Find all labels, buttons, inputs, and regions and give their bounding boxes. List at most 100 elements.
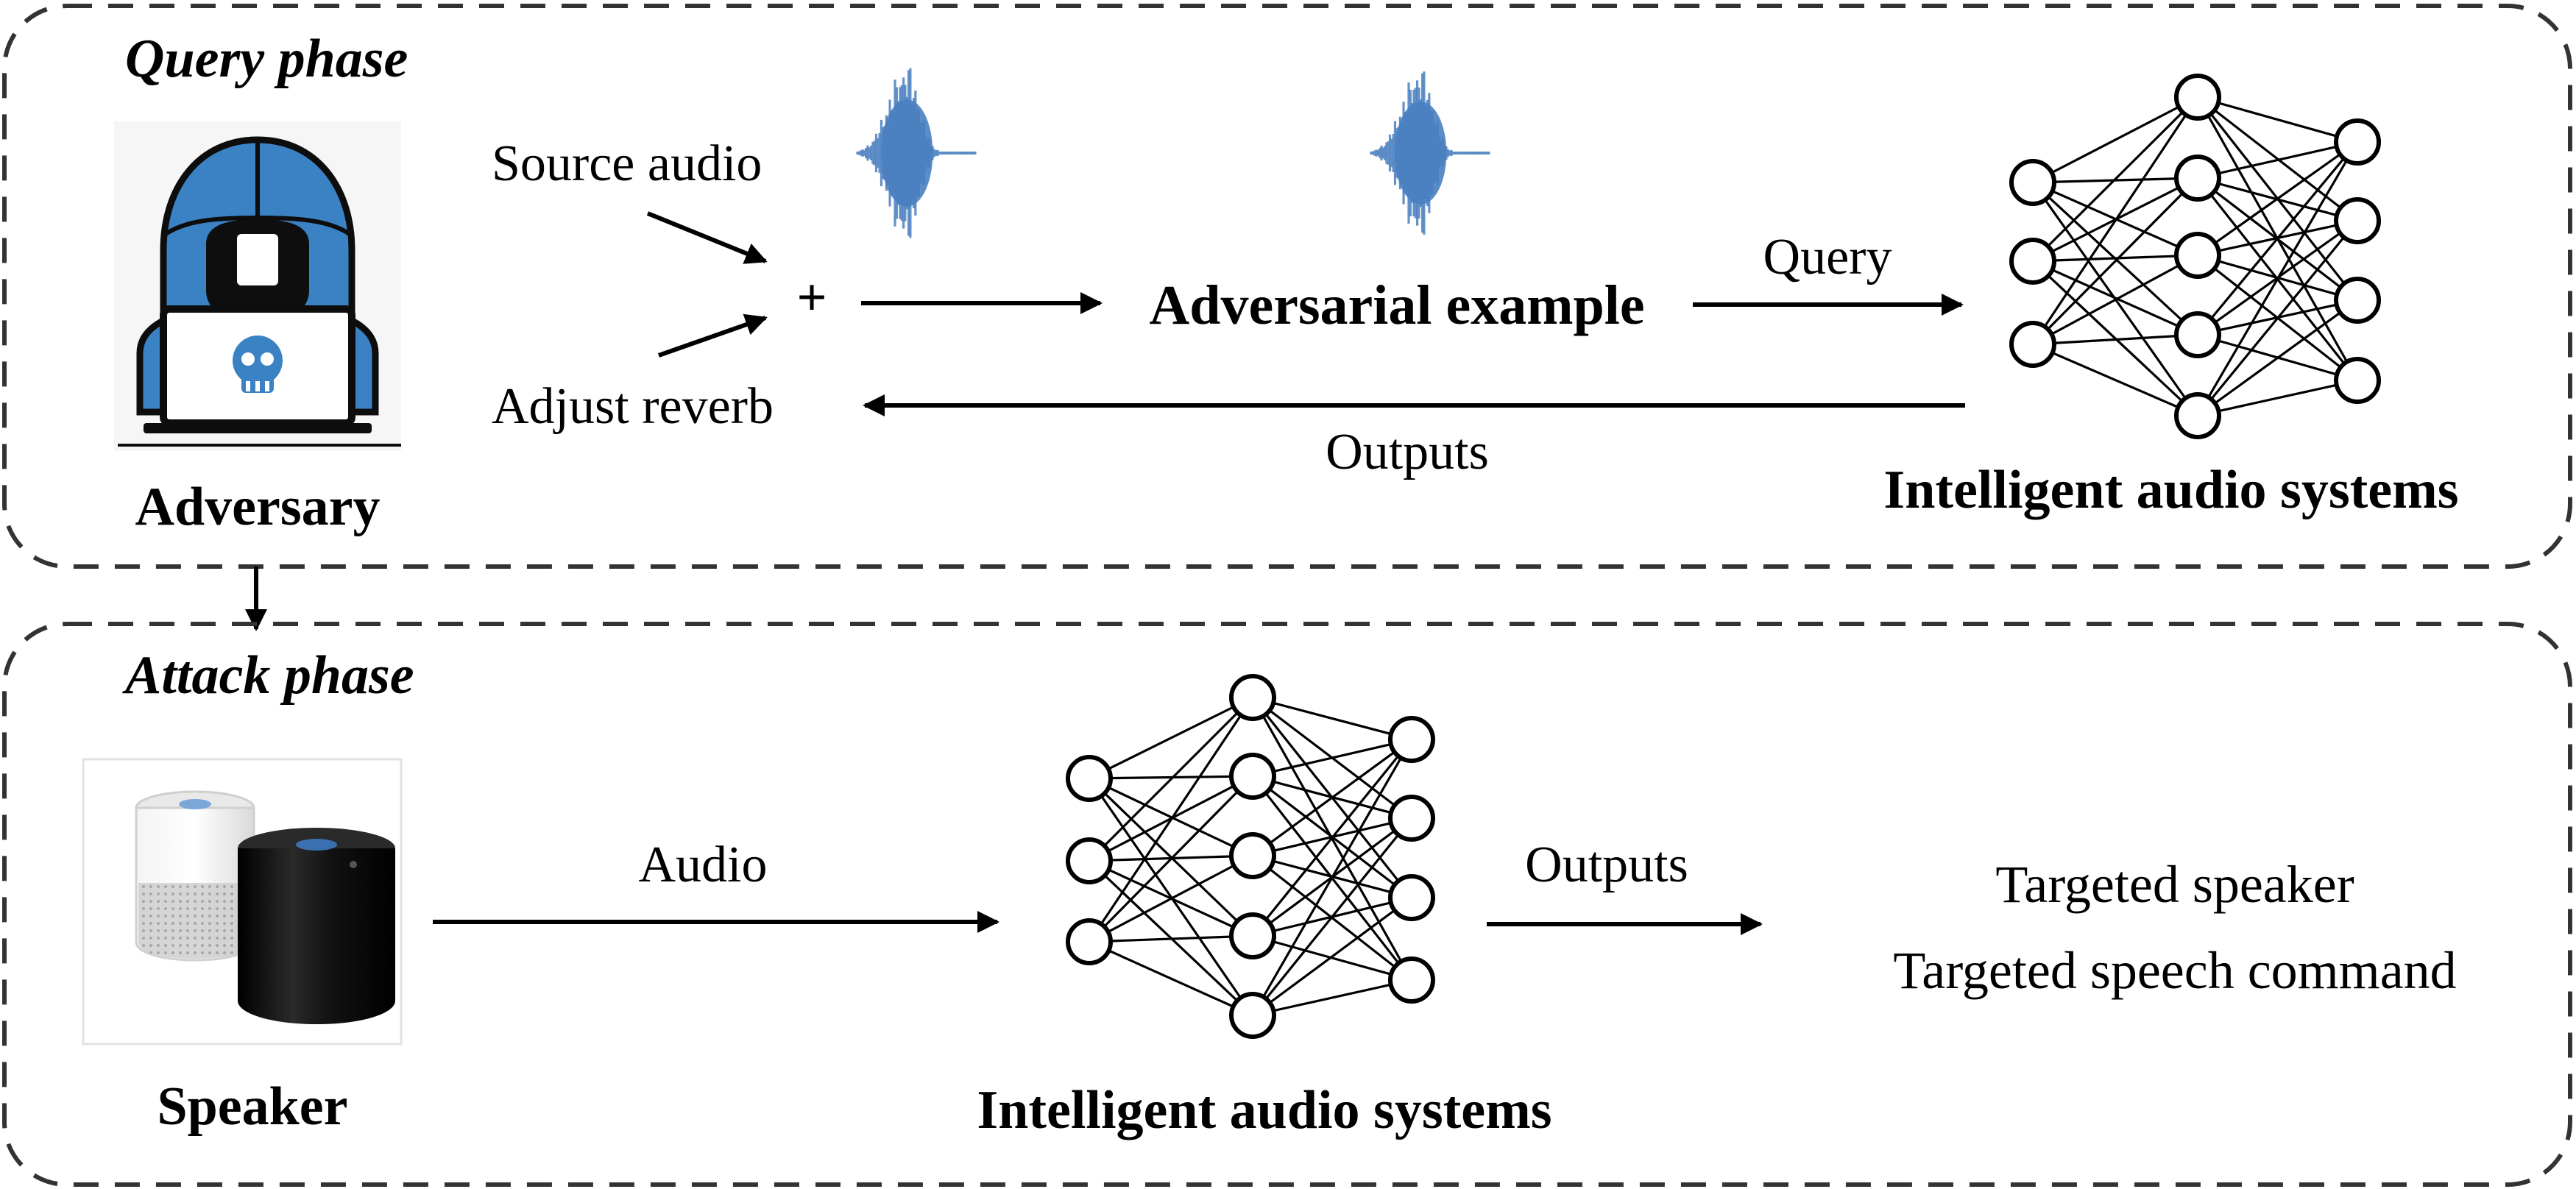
query-phase-frame [2,4,2572,569]
waveform-sample [1370,152,1373,155]
network-connection [2197,299,2358,417]
waveform-sample [878,132,881,174]
waveform-sample [1451,151,1454,155]
network-node [1388,795,1435,842]
network-node [1388,956,1435,1004]
waveform-sample [1450,149,1453,157]
query-system-label: Intelligent audio systems [1883,460,2458,520]
waveform-sample [952,152,955,155]
network-connection [2032,96,2198,184]
waveform-sample [1371,151,1374,155]
network-node [1229,674,1276,721]
audio-label: Audio [639,837,768,893]
network-connection [1252,696,1412,741]
network-connection [1252,738,1412,778]
waveform-sample [868,147,871,159]
waveform-sample [866,145,869,161]
waveform-sample [941,152,944,155]
waveform-sample [965,152,969,155]
network-node [1066,837,1113,884]
waveform-sample [1482,152,1485,155]
attack-system-label: Intelligent audio systems [977,1080,1551,1140]
network-connection [1252,934,1412,982]
waveform-sample [1473,152,1477,155]
neural-network-icon [1066,674,1435,1039]
waveform-sample [1446,149,1449,157]
waveform-sample [1486,152,1489,155]
waveform-sample [1381,147,1384,159]
network-node [1066,755,1113,802]
network-connection [2032,260,2198,336]
attack-phase-title: Attack phase [122,645,414,706]
waveform-sample [1380,145,1383,161]
network-connection [2032,333,2198,346]
waveform-sample [1392,134,1395,172]
network-connection [1088,778,1254,1016]
network-connection [2032,254,2198,263]
query-outputs-label: Outputs [1326,424,1489,480]
waveform-sample [953,152,956,155]
waveform-sample [1457,152,1459,155]
waveform-sample [860,150,863,156]
waveform-sample [1476,152,1479,155]
source-audio-label: Source audio [492,135,762,192]
waveform-sample [957,152,960,155]
result-targeted-speech-command: Targeted speech command [1893,941,2456,1000]
waveform-sample [1471,152,1473,155]
network-node [2334,118,2381,166]
network-node [2009,238,2056,285]
network-node [2174,311,2221,358]
waveform-sample [874,133,878,173]
waveform-sample [1458,152,1462,155]
waveform-sample [935,150,938,156]
network-connection [1251,817,1413,1017]
network-connection [1089,854,1253,943]
network-connection [2197,96,2358,143]
waveform-sample [856,152,859,155]
waveform-sample [1375,149,1378,157]
waveform-sample [949,152,953,155]
network-connection [2031,177,2199,346]
waveform-sample [1378,148,1381,158]
waveform-sample [1390,138,1393,168]
waveform-sample [1463,152,1467,155]
waveform-sample [1448,150,1451,156]
speaker-label: Speaker [158,1076,348,1137]
waveform-sample [943,152,946,155]
attack-outputs-label: Outputs [1525,837,1688,893]
network-connection [2031,96,2199,263]
network-connection [1089,940,1253,1017]
adversary-label: Adversary [135,477,381,537]
waveform-sample [946,152,949,155]
query-label: Query [1763,229,1892,285]
source-audio-arrow [646,211,768,264]
waveform-body [881,99,933,207]
network-node [1229,912,1276,959]
network-connection [1088,696,1254,862]
waveform-sample [948,152,951,155]
waveform-sample [873,141,876,166]
network-connection [2197,141,2358,180]
waveform-sample [1383,146,1387,160]
waveform-sample [1479,152,1482,155]
network-connection [1251,739,1413,1016]
network-connection [2196,141,2359,336]
waveform-sample [863,150,866,156]
network-node [1229,753,1276,800]
waveform-sample [869,146,873,160]
adversarial-example-label: Adversarial example [1149,274,1644,336]
waveform-sample [1454,152,1457,155]
network-connection [2031,96,2199,345]
network-node [1066,918,1113,965]
waveform-sample [972,152,975,155]
waveform-sample [963,152,966,155]
network-node [1229,832,1276,879]
network-node [2334,357,2381,404]
waveform-sample [1373,150,1376,156]
waveform-sample [1376,150,1379,156]
waveform-sample [877,138,880,168]
plus-symbol: + [796,268,827,327]
adversarial-waveform-icon [1370,71,1490,235]
waveform-sample [962,152,965,155]
